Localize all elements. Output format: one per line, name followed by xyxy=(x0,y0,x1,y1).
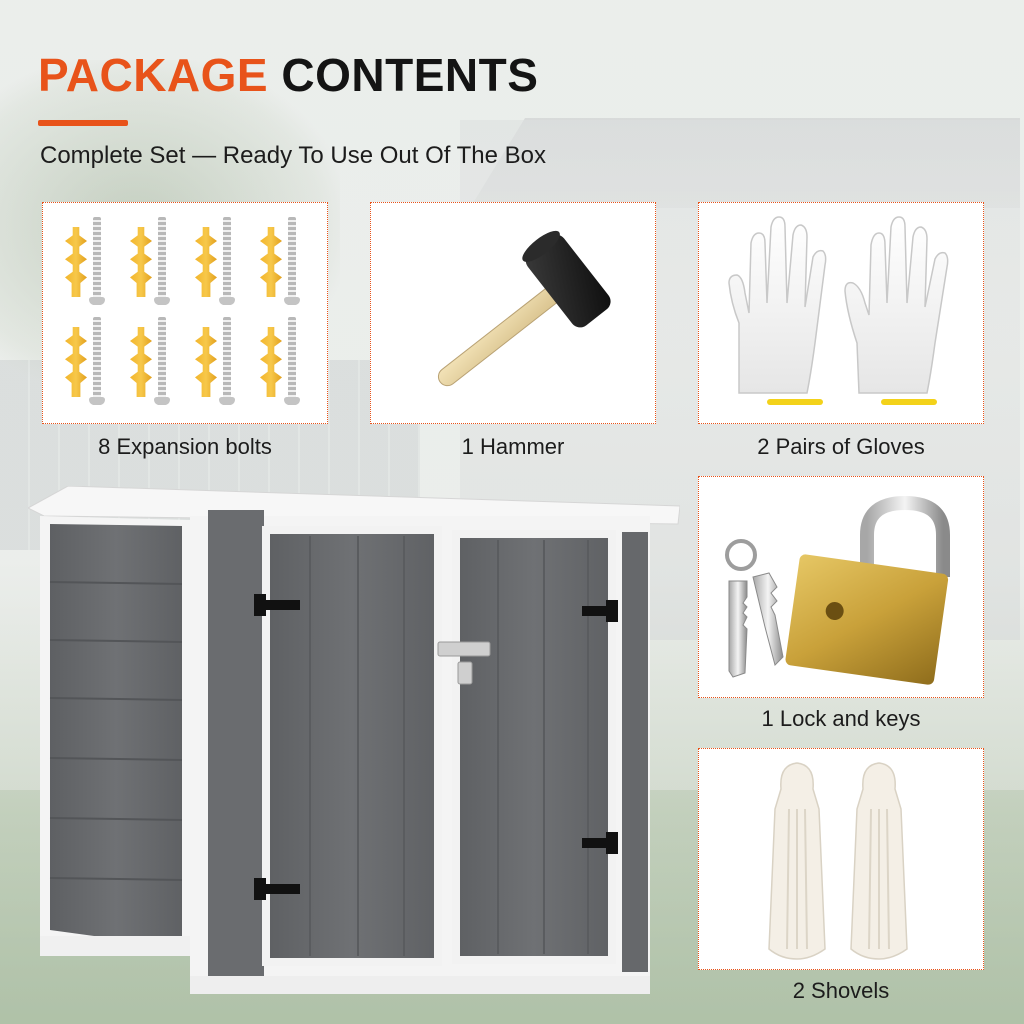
caption-gloves: 2 Pairs of Gloves xyxy=(757,434,925,459)
caption-hammer: 1 Hammer xyxy=(461,434,565,459)
gloves-icon xyxy=(728,216,949,405)
card-gloves xyxy=(698,202,984,424)
storage-shed-image xyxy=(28,486,680,994)
hammer-icon xyxy=(437,230,611,387)
card-shovels xyxy=(698,748,984,970)
caption-expansion-bolts: 8 Expansion bolts xyxy=(98,434,272,459)
shovel-icon xyxy=(768,762,908,960)
page-title: PACKAGE CONTENTS xyxy=(38,48,538,102)
page-subtitle: Complete Set — Ready To Use Out Of The B… xyxy=(40,142,547,169)
expansion-bolt-icon xyxy=(59,213,319,413)
title-underline xyxy=(38,120,128,126)
caption-lock-keys: 1 Lock and keys xyxy=(761,706,921,731)
card-hammer xyxy=(370,202,656,424)
card-lock-keys xyxy=(698,476,984,698)
caption-shovels: 2 Shovels xyxy=(792,978,890,1003)
card-expansion-bolts xyxy=(42,202,328,424)
title-accent: PACKAGE xyxy=(38,49,269,101)
padlock-icon xyxy=(725,495,950,685)
title-rest: CONTENTS xyxy=(281,49,539,101)
